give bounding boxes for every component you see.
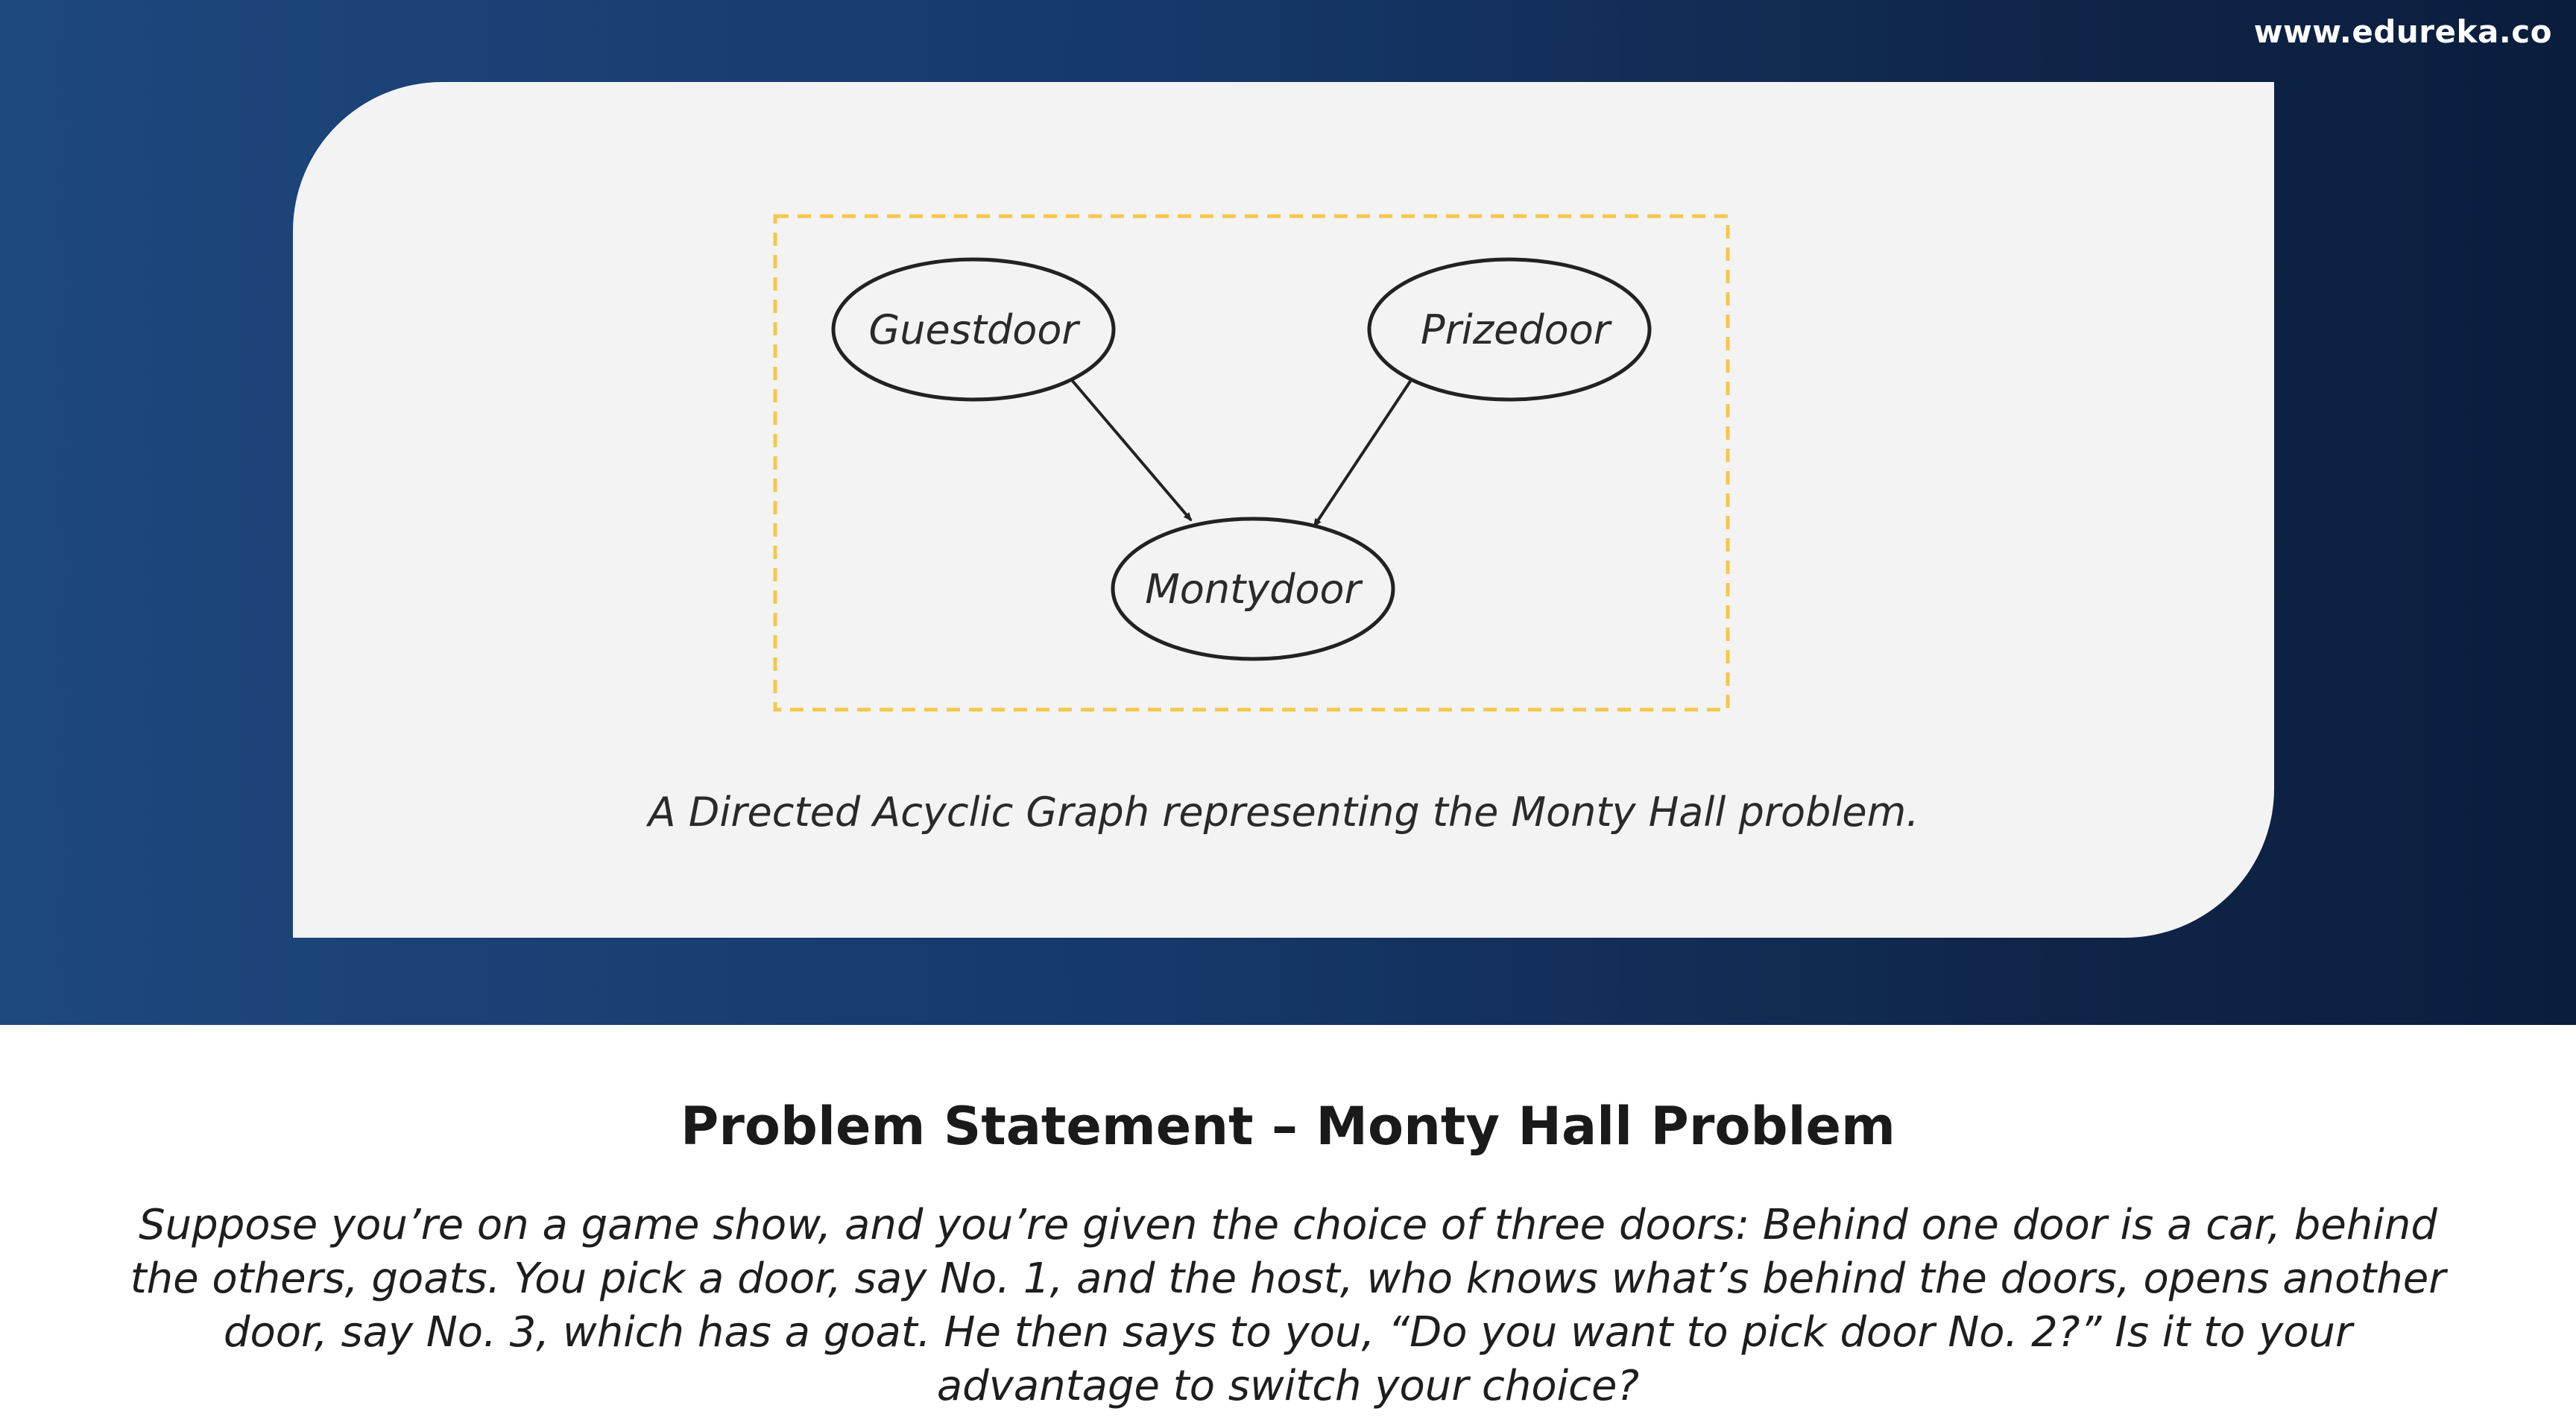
dag-diagram: Guestdoor Prizedoor Montydoor: [773, 214, 1730, 712]
dashed-frame: [773, 214, 1730, 712]
watermark-url: www.edureka.co: [2253, 13, 2552, 50]
node-montydoor-label: Montydoor: [1145, 566, 1363, 613]
node-prizedoor: Prizedoor: [1367, 257, 1652, 402]
node-prizedoor-label: Prizedoor: [1421, 306, 1612, 353]
problem-title: Problem Statement – Monty Hall Problem: [681, 1096, 1895, 1157]
edge-prizedoor-montydoor: [1313, 379, 1412, 528]
node-guestdoor-label: Guestdoor: [868, 306, 1080, 353]
problem-statement: Suppose you’re on a game show, and you’r…: [130, 1201, 2446, 1410]
diagram-caption: A Directed Acyclic Graph representing th…: [648, 789, 1919, 836]
node-montydoor: Montydoor: [1111, 517, 1395, 661]
node-guestdoor: Guestdoor: [831, 257, 1116, 402]
edge-guestdoor-montydoor: [1070, 379, 1193, 522]
diagram-card: [293, 82, 2274, 938]
